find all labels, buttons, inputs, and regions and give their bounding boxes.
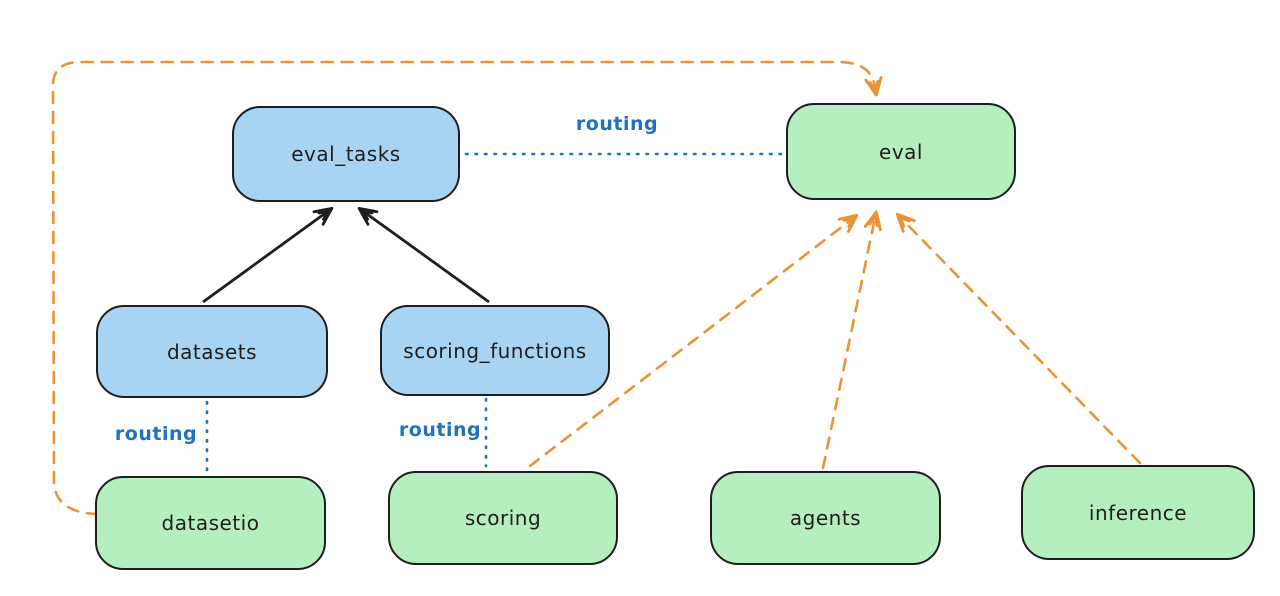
node-eval: eval	[786, 103, 1016, 200]
node-scoring-functions-label: scoring_functions	[403, 338, 587, 363]
edge-datasets-to-eval-tasks	[202, 206, 334, 304]
node-agents-label: agents	[789, 506, 862, 530]
node-datasetio-label: datasetio	[161, 511, 260, 535]
node-eval-label: eval	[879, 139, 923, 164]
node-agents: agents	[710, 471, 941, 565]
edge-label-routing-scoring: routing	[398, 419, 482, 441]
node-inference: inference	[1021, 465, 1255, 560]
node-scoring: scoring	[388, 471, 618, 565]
edge-scoring-to-eval	[528, 213, 859, 468]
edge-label-routing-datasets: routing	[114, 423, 198, 445]
node-datasetio: datasetio	[95, 476, 326, 570]
node-datasets: datasets	[96, 305, 328, 398]
node-eval-tasks-label: eval_tasks	[291, 142, 401, 166]
edge-datasetio-to-eval-loop	[51, 60, 883, 516]
node-eval-tasks: eval_tasks	[232, 106, 460, 202]
edge-label-routing-top: routing	[575, 113, 659, 135]
edge-scoring-functions-to-eval-tasks	[357, 206, 490, 304]
edge-inference-to-eval	[895, 212, 1142, 465]
node-scoring-label: scoring	[464, 506, 542, 530]
edge-agents-to-eval	[821, 210, 882, 470]
node-scoring-functions: scoring_functions	[380, 305, 610, 396]
node-inference-label: inference	[1088, 500, 1188, 525]
node-datasets-label: datasets	[166, 339, 258, 364]
